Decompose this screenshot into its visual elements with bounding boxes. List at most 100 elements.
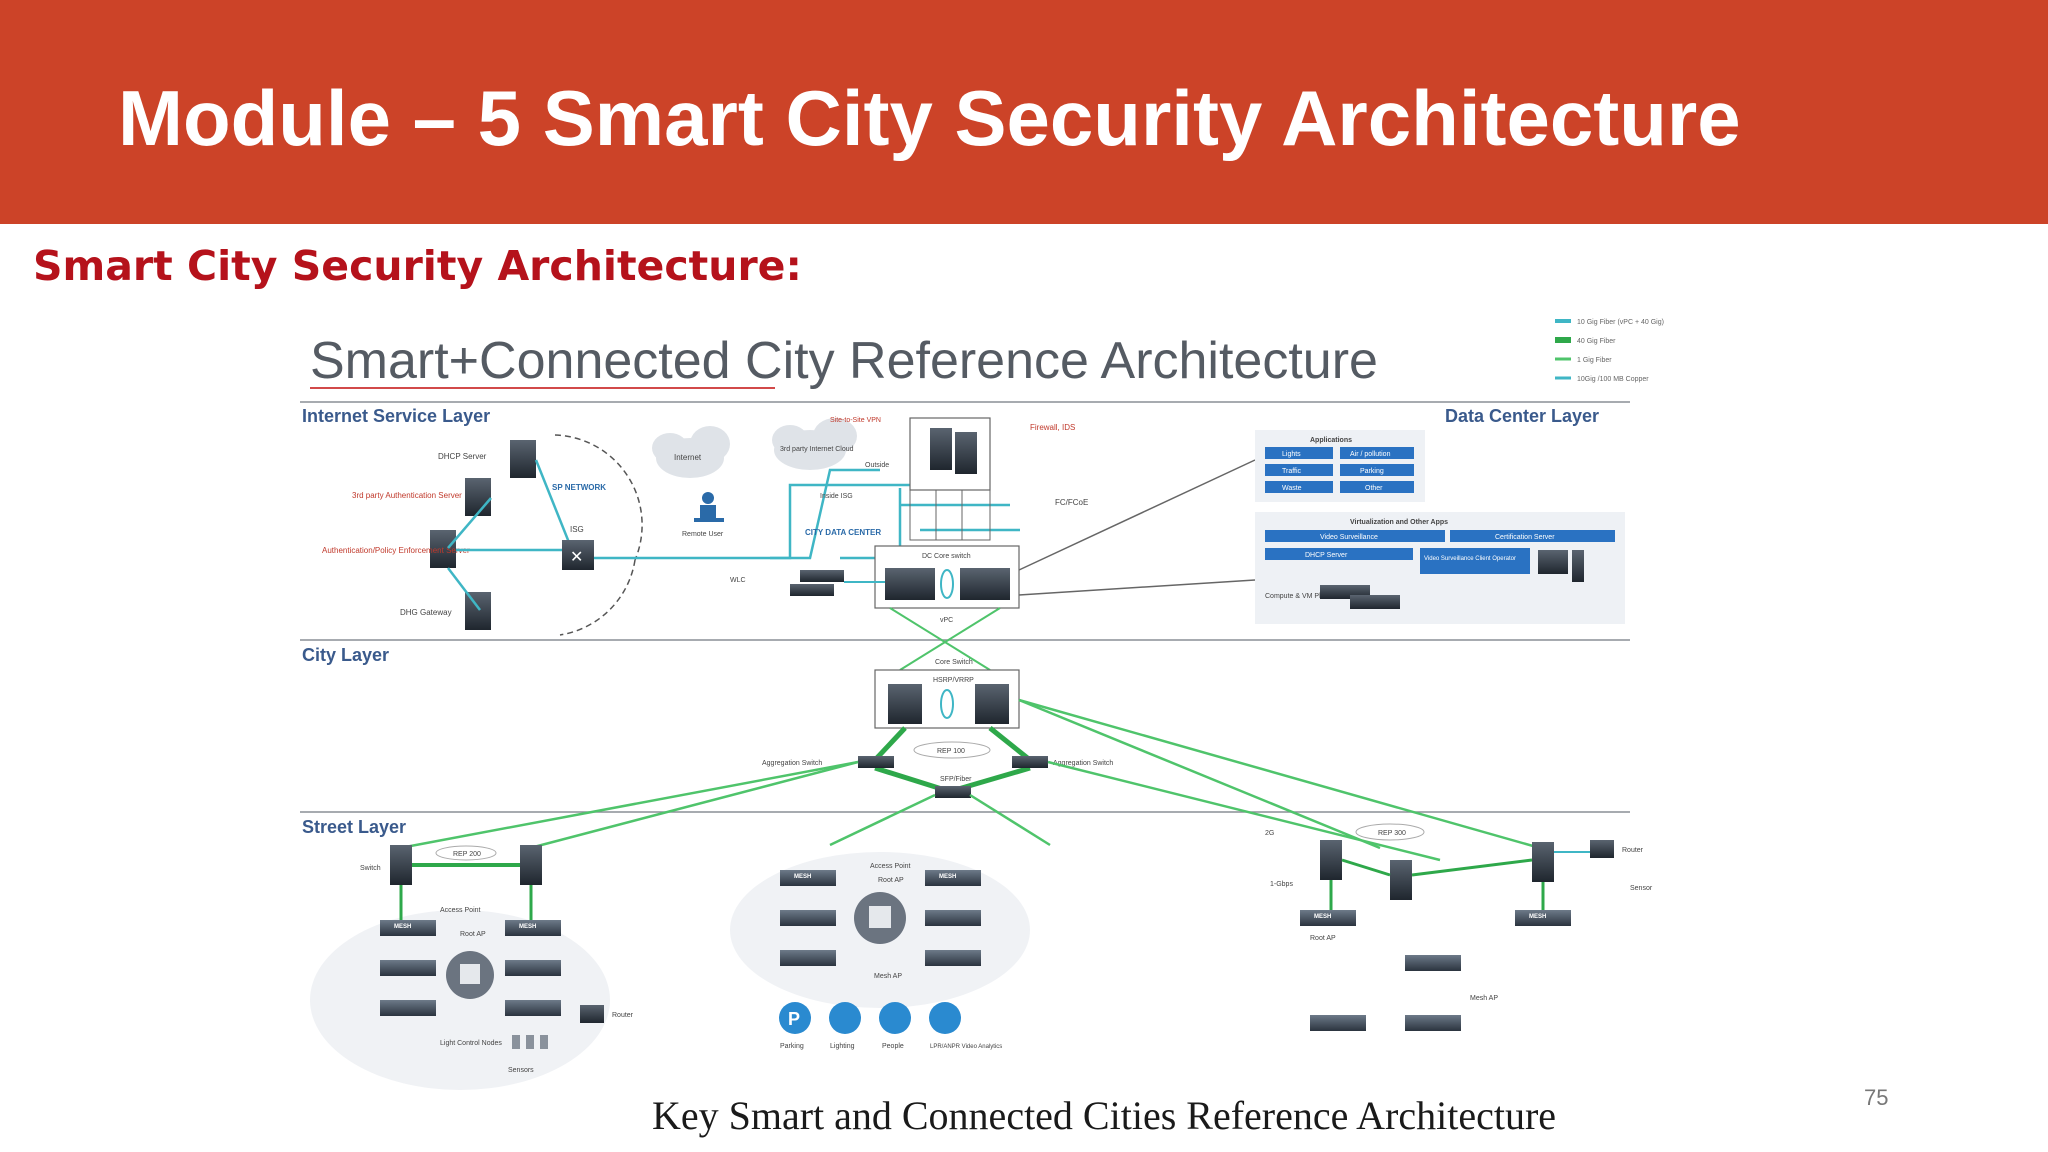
street-switch-icon [1320,840,1342,880]
sp-network-label: SP NETWORK [552,483,606,492]
access-point-label: Access Point [440,907,481,914]
light-control-label: Light Control Nodes [440,1040,502,1047]
legend-entry: 10Gig /100 MB Copper [1577,376,1649,383]
mesh-label: MESH [939,874,956,880]
page-number: 75 [1864,1085,1889,1110]
hsrp-label: HSRP/VRRP [933,677,974,684]
applications-label: Applications [1310,437,1352,444]
dhcp-server-label: DHCP Server [438,452,487,461]
rep200-label: REP 200 [453,851,481,858]
mesh-label: MESH [394,924,411,930]
dhg-gateway-label: DHG Gateway [400,608,452,617]
mesh-ap-mid-label: Mesh AP [874,973,902,980]
section-heading: Smart City Security Architecture: [33,242,802,290]
rep100-label: REP 100 [937,748,965,755]
router-icon [580,1005,604,1023]
router-right-label: Router [1622,847,1644,854]
internet-layer-label: Internet Service Layer [302,406,490,426]
svg-text:✕: ✕ [570,549,583,566]
root-ap-label: Root AP [460,931,486,938]
app-waste: Waste [1282,485,1302,492]
vpc-label: vPC [940,617,953,624]
city-data-center-label: CITY DATA CENTER [805,528,881,537]
isg-router-icon [562,540,594,570]
dc-dhcp-server-label: DHCP Server [1305,552,1348,559]
aggregation-switch-left-label: Aggregation Switch [762,760,822,767]
video-surveillance-label: Video Surveillance [1320,534,1378,541]
app-air: Air / pollution [1350,451,1391,458]
fcoe-label: FC/FCoE [1055,498,1088,507]
service-icons: P [779,1002,961,1034]
access-point-mid-label: Access Point [870,863,911,870]
inside-isg-label: Inside ISG [820,493,853,500]
legend-entry: 10 Gig Fiber (vPC + 40 Gig) [1577,319,1664,326]
isg-label: ISG [570,525,584,534]
core-switch-label: Core Switch [935,659,973,666]
service-lighting: Lighting [830,1043,855,1050]
mesh-ap-right-label: Mesh AP [1470,995,1498,1002]
outside-label: Outside [865,462,889,469]
switch-label: Switch [360,865,381,872]
app-parking: Parking [1360,468,1384,475]
mesh-ap-icons [780,870,981,966]
sensor-label: Sensor [1630,885,1653,892]
virtualization-label: Virtualization and Other Apps [1350,519,1448,526]
third-party-auth-label: 3rd party Authentication Server [352,491,462,500]
street-layer-label: Street Layer [302,817,406,837]
mesh-label: MESH [794,874,811,880]
street-switch-icon [520,845,542,885]
auth-policy-label: Authentication/Policy Enforcement Server [322,546,470,555]
mesh-label: MESH [1314,914,1331,920]
mesh-ap-icons [1300,910,1571,1031]
app-buttons [1265,447,1414,493]
root-ap-mid-label: Root AP [878,877,904,884]
cloud-icon [652,418,857,478]
app-other: Other [1365,485,1383,492]
app-lights: Lights [1282,451,1301,458]
title-bar: Module – 5 Smart City Security Architect… [0,0,2048,224]
street-switch-icon [1532,842,1554,882]
legend: 10 Gig Fiber (vPC + 40 Gig) 40 Gig Fiber… [1555,319,1664,383]
data-center-layer-label: Data Center Layer [1445,406,1599,426]
slide-title: Module – 5 Smart City Security Architect… [118,74,1741,162]
mesh-label: MESH [1529,914,1546,920]
architecture-figure: Smart+Connected City Reference Architect… [290,300,1710,1100]
city-layer-label: City Layer [302,645,389,665]
architecture-diagram: Smart+Connected City Reference Architect… [300,319,1664,1090]
aggregation-switch-icon [858,756,894,768]
core-switch-icon [975,684,1009,724]
certification-server-label: Certification Server [1495,534,1555,541]
internet-label: Internet [674,453,702,462]
root-ap-right-label: Root AP [1310,935,1336,942]
two-g-label: 2G [1265,830,1274,837]
rep300-label: REP 300 [1378,830,1406,837]
street-switch-icon [390,845,412,885]
third-party-cloud-label: 3rd party Internet Cloud [780,446,854,453]
dc-core-switch-label: DC Core switch [922,553,971,560]
one-gbps-label: 1-Gbps [1270,881,1293,888]
vs-client-label: Video Surveillance Client Operator [1424,556,1516,562]
legend-entry: 1 Gig Fiber [1577,357,1612,364]
mesh-label: MESH [519,924,536,930]
wlc-label: WLC [730,577,746,584]
switch-icon [960,568,1010,600]
compute-label: Compute & VM Platform [1265,593,1341,600]
legend-entry: 40 Gig Fiber [1577,338,1616,345]
router-left-label: Router [612,1012,634,1019]
sensors-label: Sensors [508,1067,534,1074]
firewall-ids-label: Firewall, IDS [1030,423,1075,432]
app-traffic: Traffic [1282,468,1302,475]
service-lpr: LPR/ANPR Video Analytics [930,1044,1002,1050]
switch-icon [885,568,935,600]
monitor-icon [1538,550,1568,574]
remote-user-label: Remote User [682,531,724,538]
street-switch-icon [1390,860,1412,900]
svg-text:P: P [788,1009,800,1029]
server-icon [430,440,536,630]
sfp-fiber-label: SFP/Fiber [940,776,972,783]
diagram-title: Smart+Connected City Reference Architect… [310,332,1378,390]
aggregation-switch-right-label: Aggregation Switch [1053,760,1113,767]
service-parking: Parking [780,1043,804,1050]
aggregation-switch-icon [1012,756,1048,768]
service-people: People [882,1043,904,1050]
